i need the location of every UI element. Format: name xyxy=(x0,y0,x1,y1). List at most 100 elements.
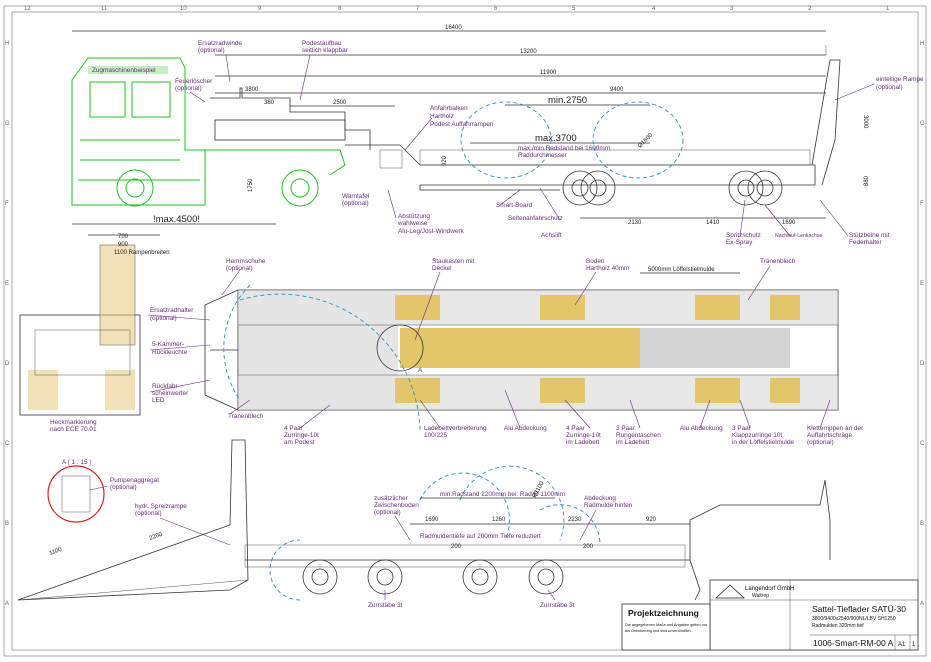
grid-col: 11 xyxy=(101,6,108,12)
dim-200-b: 200 xyxy=(583,544,594,550)
label-hemmschuhe: Hemmschuhe xyxy=(226,258,266,265)
label-rueckfahr: Rückfahr- xyxy=(152,383,180,390)
label-ersatzradwinde-opt: (optional) xyxy=(198,47,225,54)
dim-total-length: 16400 xyxy=(445,25,462,31)
company-name: Langendorf GmbH xyxy=(745,586,794,592)
grid-col: 4 xyxy=(652,6,656,12)
company-logo xyxy=(714,584,746,599)
rear-view-frame xyxy=(19,314,141,416)
dim-920-b: 920 xyxy=(646,517,657,523)
grid-col: 1 xyxy=(886,6,890,12)
grid-col: 12 xyxy=(24,6,31,12)
dim-1750: 1750 xyxy=(248,178,254,192)
company-city: Waltrop xyxy=(752,593,769,599)
label-heckmarkierung-2: nach ECE 70.01 xyxy=(50,426,97,433)
dim-13200: 13200 xyxy=(520,49,537,55)
label-detail-a: A ( 1 : 15 ) xyxy=(62,459,91,466)
label-einteilige-rampe-opt: (optional) xyxy=(876,84,903,91)
dim-loeffelstielmulde: 5000mm Löffelstielmulde xyxy=(648,267,715,273)
label-zurringe-podest-3: am Podest xyxy=(284,439,315,446)
label-ersatzradhalter-opt: (optional) xyxy=(150,315,177,322)
disclaimer-2: als Orientierung und sind unverbindlich. xyxy=(625,629,692,633)
label-stuetzbeine-2: Federhalter xyxy=(849,239,883,246)
label-kletterrippen: Kletterrippen an der xyxy=(807,425,864,432)
dim-2500: 2500 xyxy=(333,100,347,106)
label-rungentaschen-3: im Ladebett xyxy=(616,439,650,446)
label-zurrstaebe-left: Zurrstäbe 3t xyxy=(368,602,403,609)
label-podest-auffahrrampen: Podest Auffahrrampen xyxy=(430,121,494,128)
label-rungentaschen: 3 Paar xyxy=(616,425,636,432)
drawing-frame xyxy=(11,11,919,651)
label-zwischenboden-2: Zwischenboden xyxy=(374,502,419,509)
dim-9400: 9400 xyxy=(610,87,624,93)
trailer-bottom-body xyxy=(245,479,831,561)
grid-row: G xyxy=(920,121,925,127)
dim-880: 880 xyxy=(864,175,870,186)
grid-labels-left: H G F E D C B A H G F E D C B A xyxy=(5,41,925,607)
label-seitenanfahrschutz: Seitenanfahrschutz xyxy=(508,215,563,222)
grid-row: A xyxy=(920,601,924,607)
drawing-title: Sattel-Tieflader SATÜ-30 xyxy=(812,604,906,614)
label-zurringe-podest-2: Zurringe-10t xyxy=(284,432,319,439)
dim-11900: 11900 xyxy=(540,70,557,76)
title-block: Langendorf GmbH Waltrop Sattel-Tieflader… xyxy=(621,579,919,651)
label-hemmschuhe-opt: (optional) xyxy=(226,265,253,272)
side-view: 16400 13200 11900 3800 9400 2500 380 min… xyxy=(71,25,924,246)
label-scheinwerfer: scheinwerfer xyxy=(152,390,189,397)
label-warntafel-opt: (optional) xyxy=(342,200,369,207)
label-min-radstand: min.Radstand 2200mm bei: Rad-Ø 1100mm xyxy=(440,491,565,498)
label-led: LED xyxy=(152,397,165,404)
disclaimer-1: Die angegebenen Maße und Angaben gelten … xyxy=(625,623,708,627)
label-anfahrbalken: Anfahrbalken xyxy=(430,105,468,112)
label-kletterrippen-3: (optional) xyxy=(807,439,834,446)
dim-ramp-1100: 1100 xyxy=(49,547,64,557)
trailer-side xyxy=(210,45,841,191)
label-spritzschutz-2: Ex-Spray xyxy=(726,239,753,246)
label-podestaufbau-2: seitlich klappbar xyxy=(302,47,349,54)
grid-row: D xyxy=(5,361,10,367)
dim-max-4500: !max.4500! xyxy=(153,214,200,225)
label-radstand: max./min.Radstand bei 1600mm xyxy=(518,145,610,152)
label-pumpenaggregat: Pumpenaggregat xyxy=(110,477,159,484)
label-feuerloescher: Feuerlöscher xyxy=(175,78,213,85)
label-staukasten-2: Deckel xyxy=(432,265,452,272)
label-abstuetzung-2: wahlweise xyxy=(397,220,428,227)
grid-row: A xyxy=(5,601,9,607)
grid-row: H xyxy=(5,41,9,47)
label-zwischenboden: zusätzlicher xyxy=(374,495,409,502)
label-spritzschutz: Spritzschutz xyxy=(726,232,761,239)
ramp-rear xyxy=(100,245,135,345)
dim-1690: 1690 xyxy=(782,220,796,226)
sheet-border xyxy=(3,5,927,657)
grid-row: B xyxy=(920,521,924,527)
dim-diameter-1600: Ø1600 xyxy=(637,132,654,149)
label-warntafel: Warntafel xyxy=(342,193,369,200)
drawing-spec-2: Radmulden 320mm tief xyxy=(812,623,864,629)
label-zwischenboden-3: (optional) xyxy=(374,509,401,516)
grid-col: 7 xyxy=(416,6,420,12)
label-abdeckung-radmulde: Radmulde hinten xyxy=(584,502,633,509)
dim-ramp-2250: 2250 xyxy=(149,531,164,541)
grid-row: E xyxy=(5,281,9,287)
grid-row: G xyxy=(5,121,10,127)
projektzeichnung-label: Projektzeichnung xyxy=(628,608,699,618)
grid-row: B xyxy=(5,521,9,527)
label-ladebett-100-225: 100/225 xyxy=(424,432,448,439)
dim-700: 700 xyxy=(118,234,129,240)
label-zugmaschine: Zugmaschinenbeispiel xyxy=(92,67,156,74)
label-stuetzbeine: Stützbeine mit xyxy=(849,232,890,239)
label-traenenblech-left: Tränenblech xyxy=(228,413,264,420)
label-achslift: Achslift xyxy=(541,232,562,239)
grid-row: F xyxy=(5,201,9,207)
grid-row: C xyxy=(920,441,925,447)
label-abdeckung: Abdeckung xyxy=(584,495,616,502)
dim-3000: 3000 xyxy=(862,115,868,129)
dim-1690-b: 1690 xyxy=(425,517,439,523)
label-spreizrampe-opt: (optional) xyxy=(135,510,162,517)
label-raddurchmesser: Raddurchmesser xyxy=(518,152,568,159)
label-zurrstaebe-right: Zurrstäbe 3t xyxy=(540,602,575,609)
drawing-format: A1 xyxy=(898,642,906,648)
label-smart-board: Smart-Board xyxy=(496,202,533,209)
dim-min-2750: min.2750 xyxy=(548,95,587,106)
